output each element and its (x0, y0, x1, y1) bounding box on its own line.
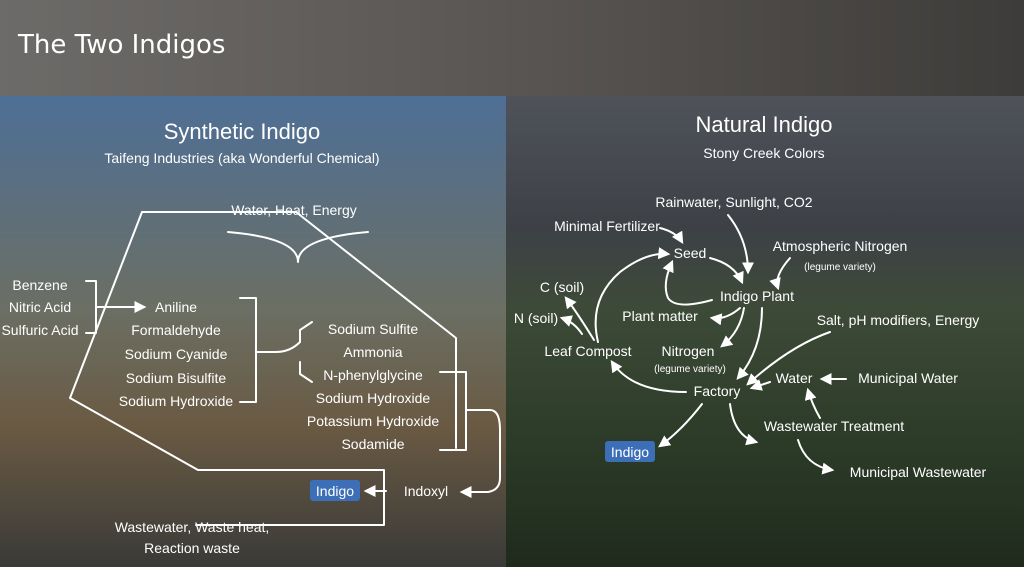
sodium-sulfite-label: Sodium Sulfite (328, 321, 418, 337)
indoxyl-label: Indoxyl (404, 483, 448, 499)
arrow-water-to-factory (749, 379, 771, 391)
aniline-label: Aniline (155, 299, 197, 315)
synthetic-indigo-chip (310, 480, 360, 501)
factory-label: Factory (694, 383, 741, 399)
potassium-hydroxide-label: Potassium Hydroxide (307, 413, 439, 429)
rain-label: Rainwater, Sunlight, CO2 (655, 194, 812, 210)
n-soil-label: N (soil) (514, 310, 558, 326)
sodium-hydroxide-label-2: Sodium Hydroxide (316, 390, 431, 406)
fertilizer-label: Minimal Fertilizer (554, 218, 660, 234)
synthetic-funnel-outline (69, 211, 457, 526)
plant-matter-label: Plant matter (622, 308, 698, 324)
synthetic-subheading: Taifeng Industries (aka Wonderful Chemic… (104, 150, 379, 166)
synthetic-heading: Synthetic Indigo (164, 119, 321, 144)
seed-label: Seed (674, 245, 707, 261)
natural-indigo-chip (605, 441, 655, 462)
title-bar: The Two Indigos (0, 0, 1024, 96)
salt-label: Salt, pH modifiers, Energy (817, 312, 980, 328)
n-phenylglycine-label: N-phenylglycine (323, 367, 423, 383)
group3-bracket (439, 371, 467, 451)
municipal-wastewater-label: Municipal Wastewater (850, 464, 987, 480)
indoxyl-loop-arrow (459, 409, 501, 498)
arrow-salt-to-factory (746, 331, 831, 386)
waste-label-line1: Wastewater, Waste heat, (115, 519, 270, 535)
wastewater-treatment-label: Wastewater Treatment (764, 418, 904, 434)
atmospheric-nitrogen-note: (legume variety) (804, 262, 876, 273)
arrow-rain-to-plant (727, 214, 754, 275)
sulfuric-acid-label: Sulfuric Acid (1, 322, 78, 338)
sodamide-label: Sodamide (341, 436, 404, 452)
atmospheric-nitrogen-label: Atmospheric Nitrogen (773, 238, 908, 254)
municipal-water-label: Municipal Water (858, 370, 958, 386)
synthetic-indigo-label: Indigo (316, 483, 354, 499)
natural-subheading: Stony Creek Colors (703, 145, 824, 161)
inputs-top-label: Water, Heat, Energy (231, 202, 357, 218)
waste-label-line2: Reaction waste (144, 540, 240, 556)
slide-title: The Two Indigos (18, 30, 226, 60)
arrow-treatment-to-wastewater (797, 439, 835, 475)
natural-section: Natural Indigo Stony Creek Colors Rainwa… (514, 112, 987, 480)
arrow-plant-to-plant-matter (709, 307, 741, 326)
indigo-plant-label: Indigo Plant (720, 288, 794, 304)
arrow-compost-to-n-soil (559, 315, 583, 335)
arrow-compost-to-c-soil (564, 296, 595, 341)
arrow-factory-to-indigo (658, 403, 703, 448)
arrow-atmospheric-to-plant (769, 257, 791, 291)
arrow-factory-to-treatment (729, 403, 759, 446)
natural-heading: Natural Indigo (696, 112, 833, 137)
water-label: Water (776, 370, 813, 386)
nitrogen-note: (legume variety) (654, 364, 726, 375)
synthetic-panel-background (0, 96, 506, 567)
nitric-acid-label: Nitric Acid (9, 299, 71, 315)
c-soil-label: C (soil) (540, 279, 584, 295)
arrow-factory-to-compost (610, 360, 687, 393)
arrow-plant-to-seed-via-matter (662, 259, 713, 306)
ammonia-label: Ammonia (343, 344, 402, 360)
natural-indigo-label: Indigo (611, 444, 649, 460)
leaf-compost-label: Leaf Compost (544, 343, 631, 359)
group1-bracket (85, 280, 111, 334)
group2-bracket (239, 297, 277, 403)
group3-brace (275, 321, 313, 383)
arrow-compost-to-seed (594, 247, 671, 343)
sodium-bisulfite-label: Sodium Bisulfite (126, 370, 227, 386)
arrow-plant-to-factory (736, 307, 763, 380)
nitrogen-label: Nitrogen (662, 343, 715, 359)
sodium-hydroxide-label-1: Sodium Hydroxide (119, 393, 234, 409)
inputs-brace (227, 231, 369, 263)
formaldehyde-label: Formaldehyde (131, 322, 221, 338)
arrow-treatment-to-water (804, 387, 821, 419)
arrow-fertilizer-to-seed (659, 227, 684, 245)
natural-panel-background (506, 96, 1024, 567)
benzene-label: Benzene (12, 277, 67, 293)
arrow-plant-to-nitrogen (720, 307, 745, 348)
arrow-seed-to-plant (709, 257, 744, 285)
synthetic-section: Synthetic Indigo Taifeng Industries (aka… (1, 119, 501, 556)
sodium-cyanide-label: Sodium Cyanide (125, 346, 228, 362)
